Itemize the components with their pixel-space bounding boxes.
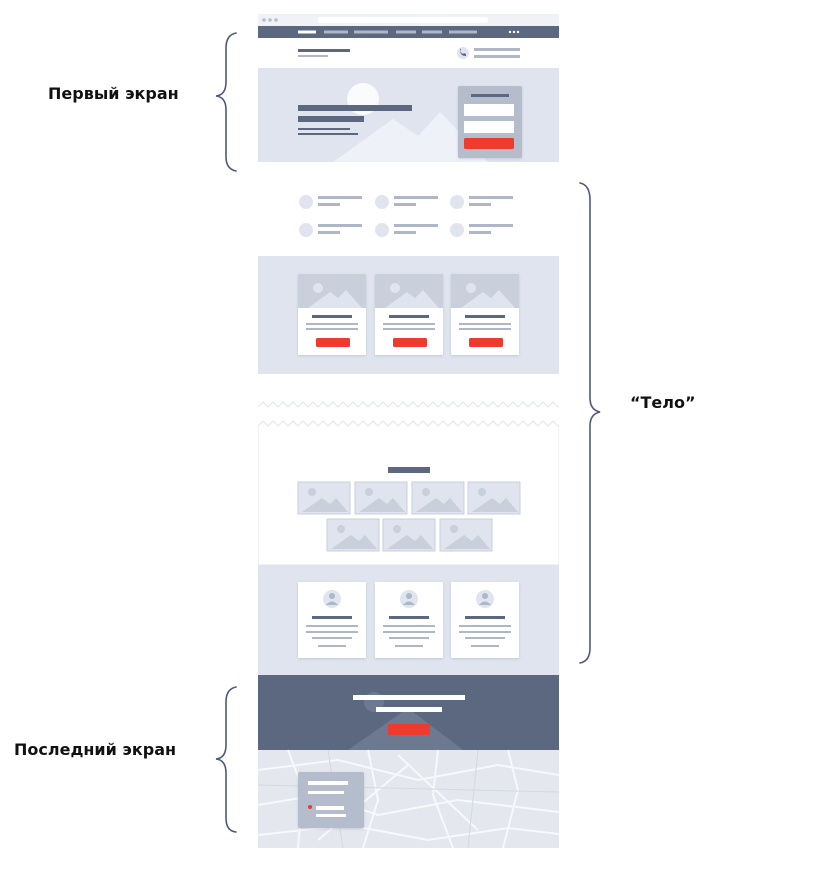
bracket-last-screen <box>215 686 237 833</box>
wireframe-page-top <box>258 14 559 412</box>
body-label: “Тело” <box>630 393 696 412</box>
testimonial-card-3 <box>451 582 519 658</box>
gallery-section <box>297 467 521 552</box>
testimonial-card-2 <box>375 582 443 658</box>
product-card-1 <box>298 274 366 355</box>
gallery-title <box>388 467 430 473</box>
testimonial-card-1 <box>298 582 366 658</box>
map-pin-icon <box>308 805 312 809</box>
bracket-body <box>579 182 601 664</box>
bracket-first-screen <box>215 32 237 172</box>
product-card-3 <box>451 274 519 355</box>
feature-items <box>299 195 513 237</box>
hero-submit-button <box>464 138 514 149</box>
map-info-card <box>298 772 364 828</box>
first-screen-label: Первый экран <box>48 84 179 103</box>
product-card-2 <box>375 274 443 355</box>
last-screen-label: Последний экран <box>14 740 177 759</box>
wireframe-page-bottom <box>258 420 559 848</box>
features-section <box>258 176 559 256</box>
phone-icon <box>457 47 469 59</box>
menu-dots-icon <box>508 30 520 34</box>
cta-button <box>388 724 430 735</box>
image-placeholder-icon <box>297 481 521 552</box>
